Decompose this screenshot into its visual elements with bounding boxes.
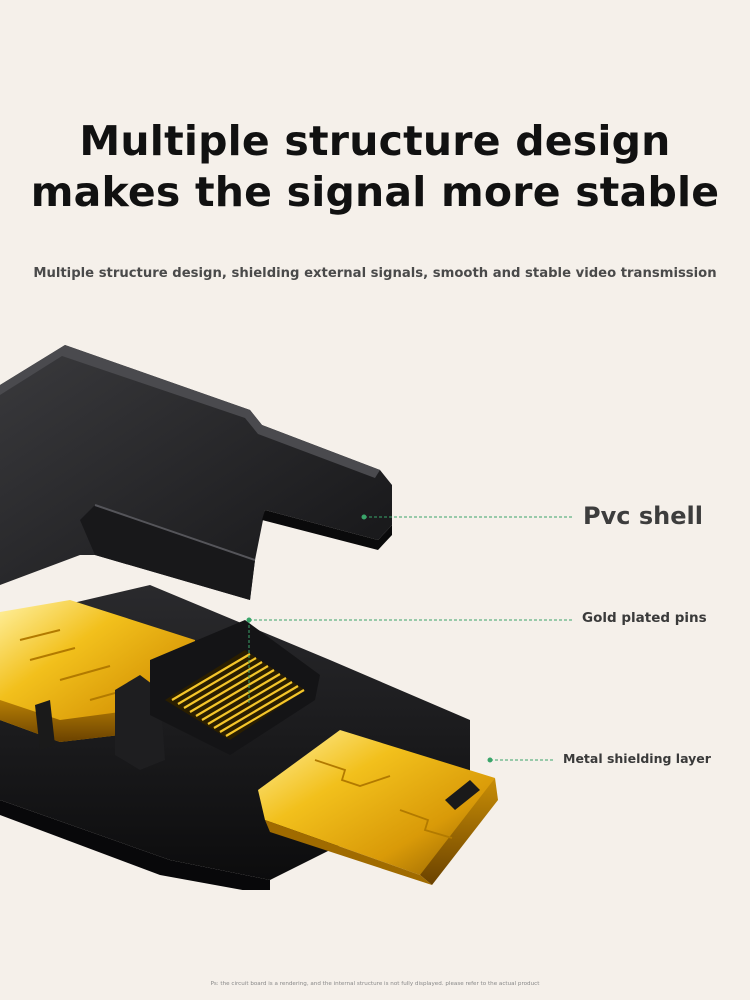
callout-metal-shielding-layer: Metal shielding layer [563,751,711,766]
footnote: Ps: the circuit board is a rendering, an… [210,981,540,987]
headline-line-1: Multiple structure design [79,117,671,165]
callout-gold-plated-pins: Gold plated pins [582,610,707,626]
pvc-shell [0,345,392,600]
callout-pvc-shell: Pvc shell [583,502,703,530]
connector-illustration [0,345,572,890]
callout-lines [246,514,572,763]
headline-line-2: makes the signal more stable [30,168,720,216]
gold-pins [165,650,305,740]
metal-shielding-plug [258,730,498,885]
headline: Multiple structure design makes the sign… [0,116,750,218]
subheadline: Multiple structure design, shielding ext… [33,266,717,281]
